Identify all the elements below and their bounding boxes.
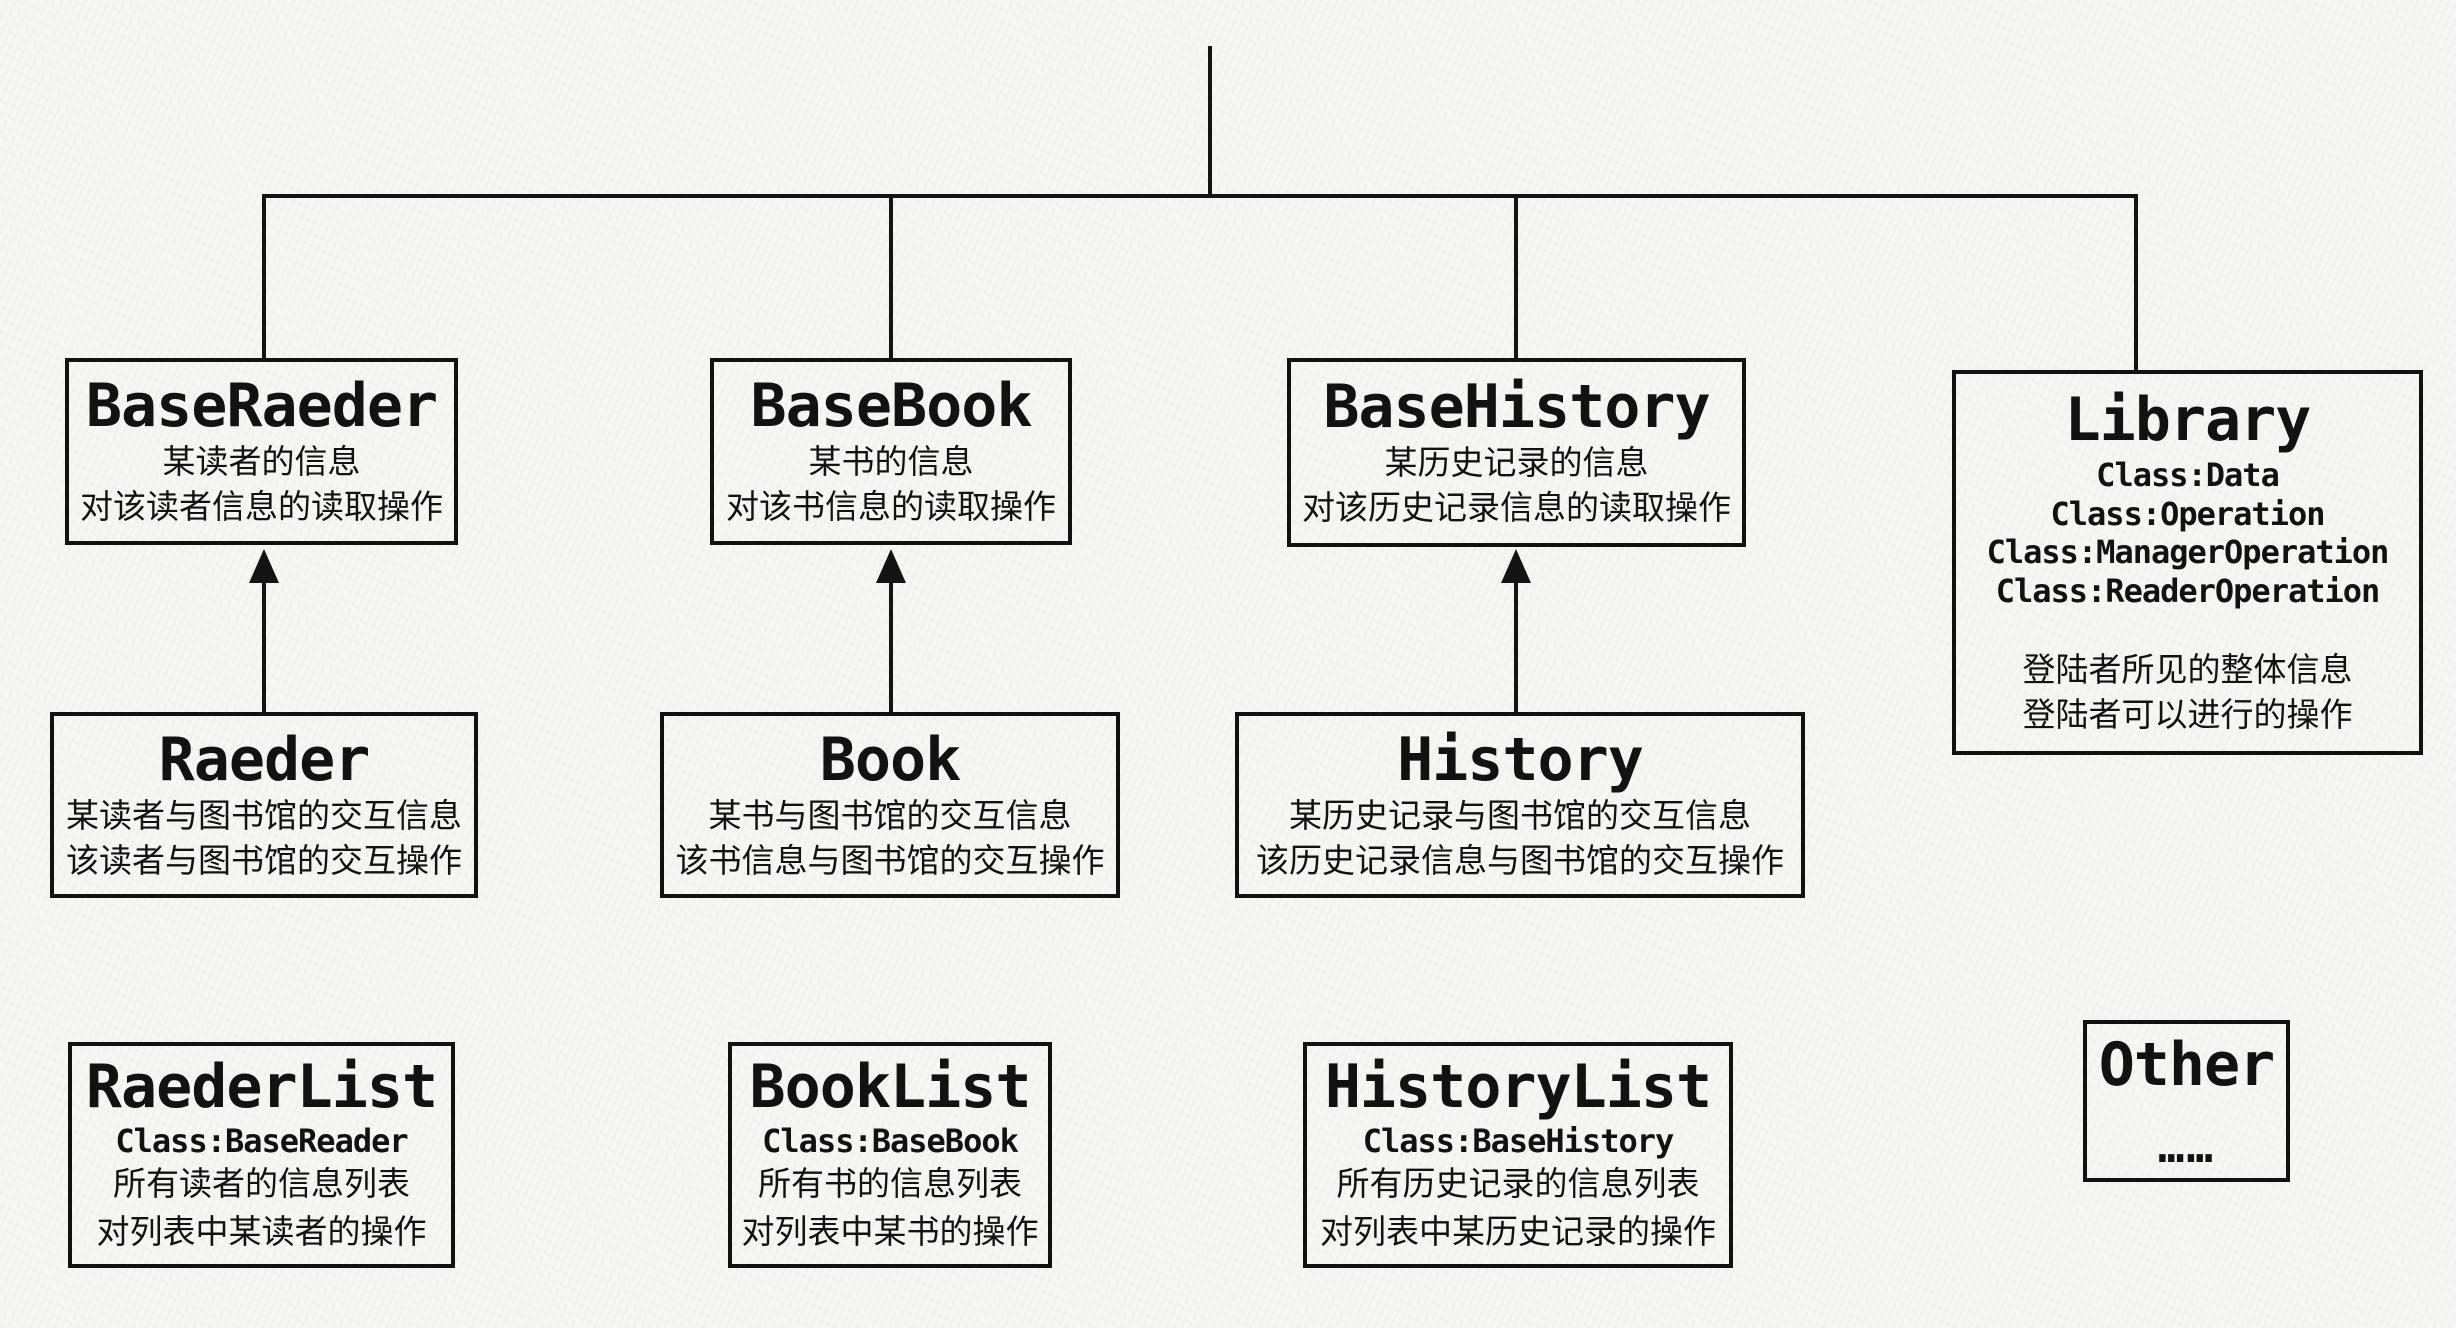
class-desc-line: 某读者的信息 <box>162 442 361 482</box>
connector-drop-library <box>2134 198 2138 372</box>
class-title: Book <box>819 724 961 795</box>
connector-drop-basebook <box>889 198 893 360</box>
class-title: Raeder <box>158 724 371 795</box>
connector-horizontal-bus <box>262 194 2138 198</box>
class-member-line: Class:BaseBook <box>762 1121 1019 1160</box>
class-box-booklist: BookList Class:BaseBook 所有书的信息列表 对列表中某书的… <box>728 1042 1052 1268</box>
class-desc-line: 对该书信息的读取操作 <box>726 487 1056 527</box>
connector-drop-baseraeder <box>262 198 266 360</box>
class-title: Library <box>2064 385 2312 456</box>
connector-root-trunk <box>1208 46 1212 198</box>
class-title: HistoryList <box>1324 1052 1712 1123</box>
class-desc-line: 所有历史记录的信息列表 <box>1336 1163 1700 1203</box>
class-desc-line: 所有书的信息列表 <box>758 1163 1022 1203</box>
arrow-history-to-basehistory-head <box>1501 549 1531 583</box>
class-member-line: Class:BaseHistory <box>1362 1121 1675 1160</box>
arrow-history-to-basehistory-shaft <box>1514 580 1518 712</box>
class-box-history: History 某历史记录与图书馆的交互信息 该历史记录信息与图书馆的交互操作 <box>1235 712 1805 898</box>
class-title: BaseHistory <box>1323 372 1710 443</box>
class-desc-line: 对列表中某历史记录的操作 <box>1320 1211 1716 1251</box>
class-desc-line: 该读者与图书馆的交互操作 <box>66 840 462 880</box>
class-title: RaederList <box>85 1052 438 1123</box>
class-desc-line: 登陆者所见的整体信息 <box>2022 650 2353 689</box>
class-desc-line: 某书的信息 <box>808 442 974 482</box>
class-box-book: Book 某书与图书馆的交互信息 该书信息与图书馆的交互操作 <box>660 712 1120 898</box>
class-title: BookList <box>749 1052 1032 1123</box>
class-member-line: Class:BaseReader <box>115 1121 408 1160</box>
class-desc-line: 登陆者可以进行的操作 <box>2022 694 2353 734</box>
class-title: BaseRaeder <box>85 371 438 442</box>
class-desc-line: 对列表中某书的操作 <box>741 1211 1039 1251</box>
class-desc-line: 对该读者信息的读取操作 <box>80 487 443 527</box>
connector-drop-basehistory <box>1514 198 1518 360</box>
class-box-basehistory: BaseHistory 某历史记录的信息 对该历史记录信息的读取操作 <box>1287 358 1746 547</box>
class-desc-line: 某书与图书馆的交互信息 <box>708 795 1072 835</box>
class-box-other: Other …… <box>2083 1020 2290 1182</box>
class-desc-line: 该历史记录信息与图书馆的交互操作 <box>1256 840 1784 880</box>
class-desc-line: 该书信息与图书馆的交互操作 <box>675 840 1105 880</box>
class-desc-line: 某历史记录的信息 <box>1384 443 1649 483</box>
class-member-line: Class:Data <box>2096 456 2280 495</box>
class-desc-line: 所有读者的信息列表 <box>113 1163 410 1203</box>
class-member-line: Class:Operation <box>2050 494 2326 533</box>
class-box-library: Library Class:Data Class:Operation Class… <box>1952 370 2423 755</box>
class-title: BaseBook <box>750 371 1033 442</box>
class-box-historylist: HistoryList Class:BaseHistory 所有历史记录的信息列… <box>1303 1042 1733 1268</box>
class-desc-line: 某读者与图书馆的交互信息 <box>66 795 462 835</box>
class-member-line: Class:ManagerOperation <box>1986 533 2390 572</box>
class-title: Other <box>2098 1030 2276 1101</box>
class-desc-line: 某历史记录与图书馆的交互信息 <box>1289 795 1751 835</box>
class-box-basebook: BaseBook 某书的信息 对该书信息的读取操作 <box>710 358 1072 545</box>
class-desc-line: 对列表中某读者的操作 <box>96 1211 427 1251</box>
class-box-baseraeder: BaseRaeder 某读者的信息 对该读者信息的读取操作 <box>65 358 458 545</box>
arrow-book-to-basebook-head <box>876 549 906 583</box>
arrow-book-to-basebook-shaft <box>889 580 893 712</box>
arrow-raeder-to-baseraeder-shaft <box>262 580 266 712</box>
arrow-raeder-to-baseraeder-head <box>249 549 279 583</box>
class-desc-line: 对该历史记录信息的读取操作 <box>1302 488 1731 528</box>
class-box-raederlist: RaederList Class:BaseReader 所有读者的信息列表 对列… <box>68 1042 455 1268</box>
ellipsis-text: …… <box>2158 1121 2215 1173</box>
class-title: History <box>1397 724 1644 795</box>
class-member-line: Class:ReaderOperation <box>1995 571 2381 610</box>
class-box-raeder: Raeder 某读者与图书馆的交互信息 该读者与图书馆的交互操作 <box>50 712 478 898</box>
